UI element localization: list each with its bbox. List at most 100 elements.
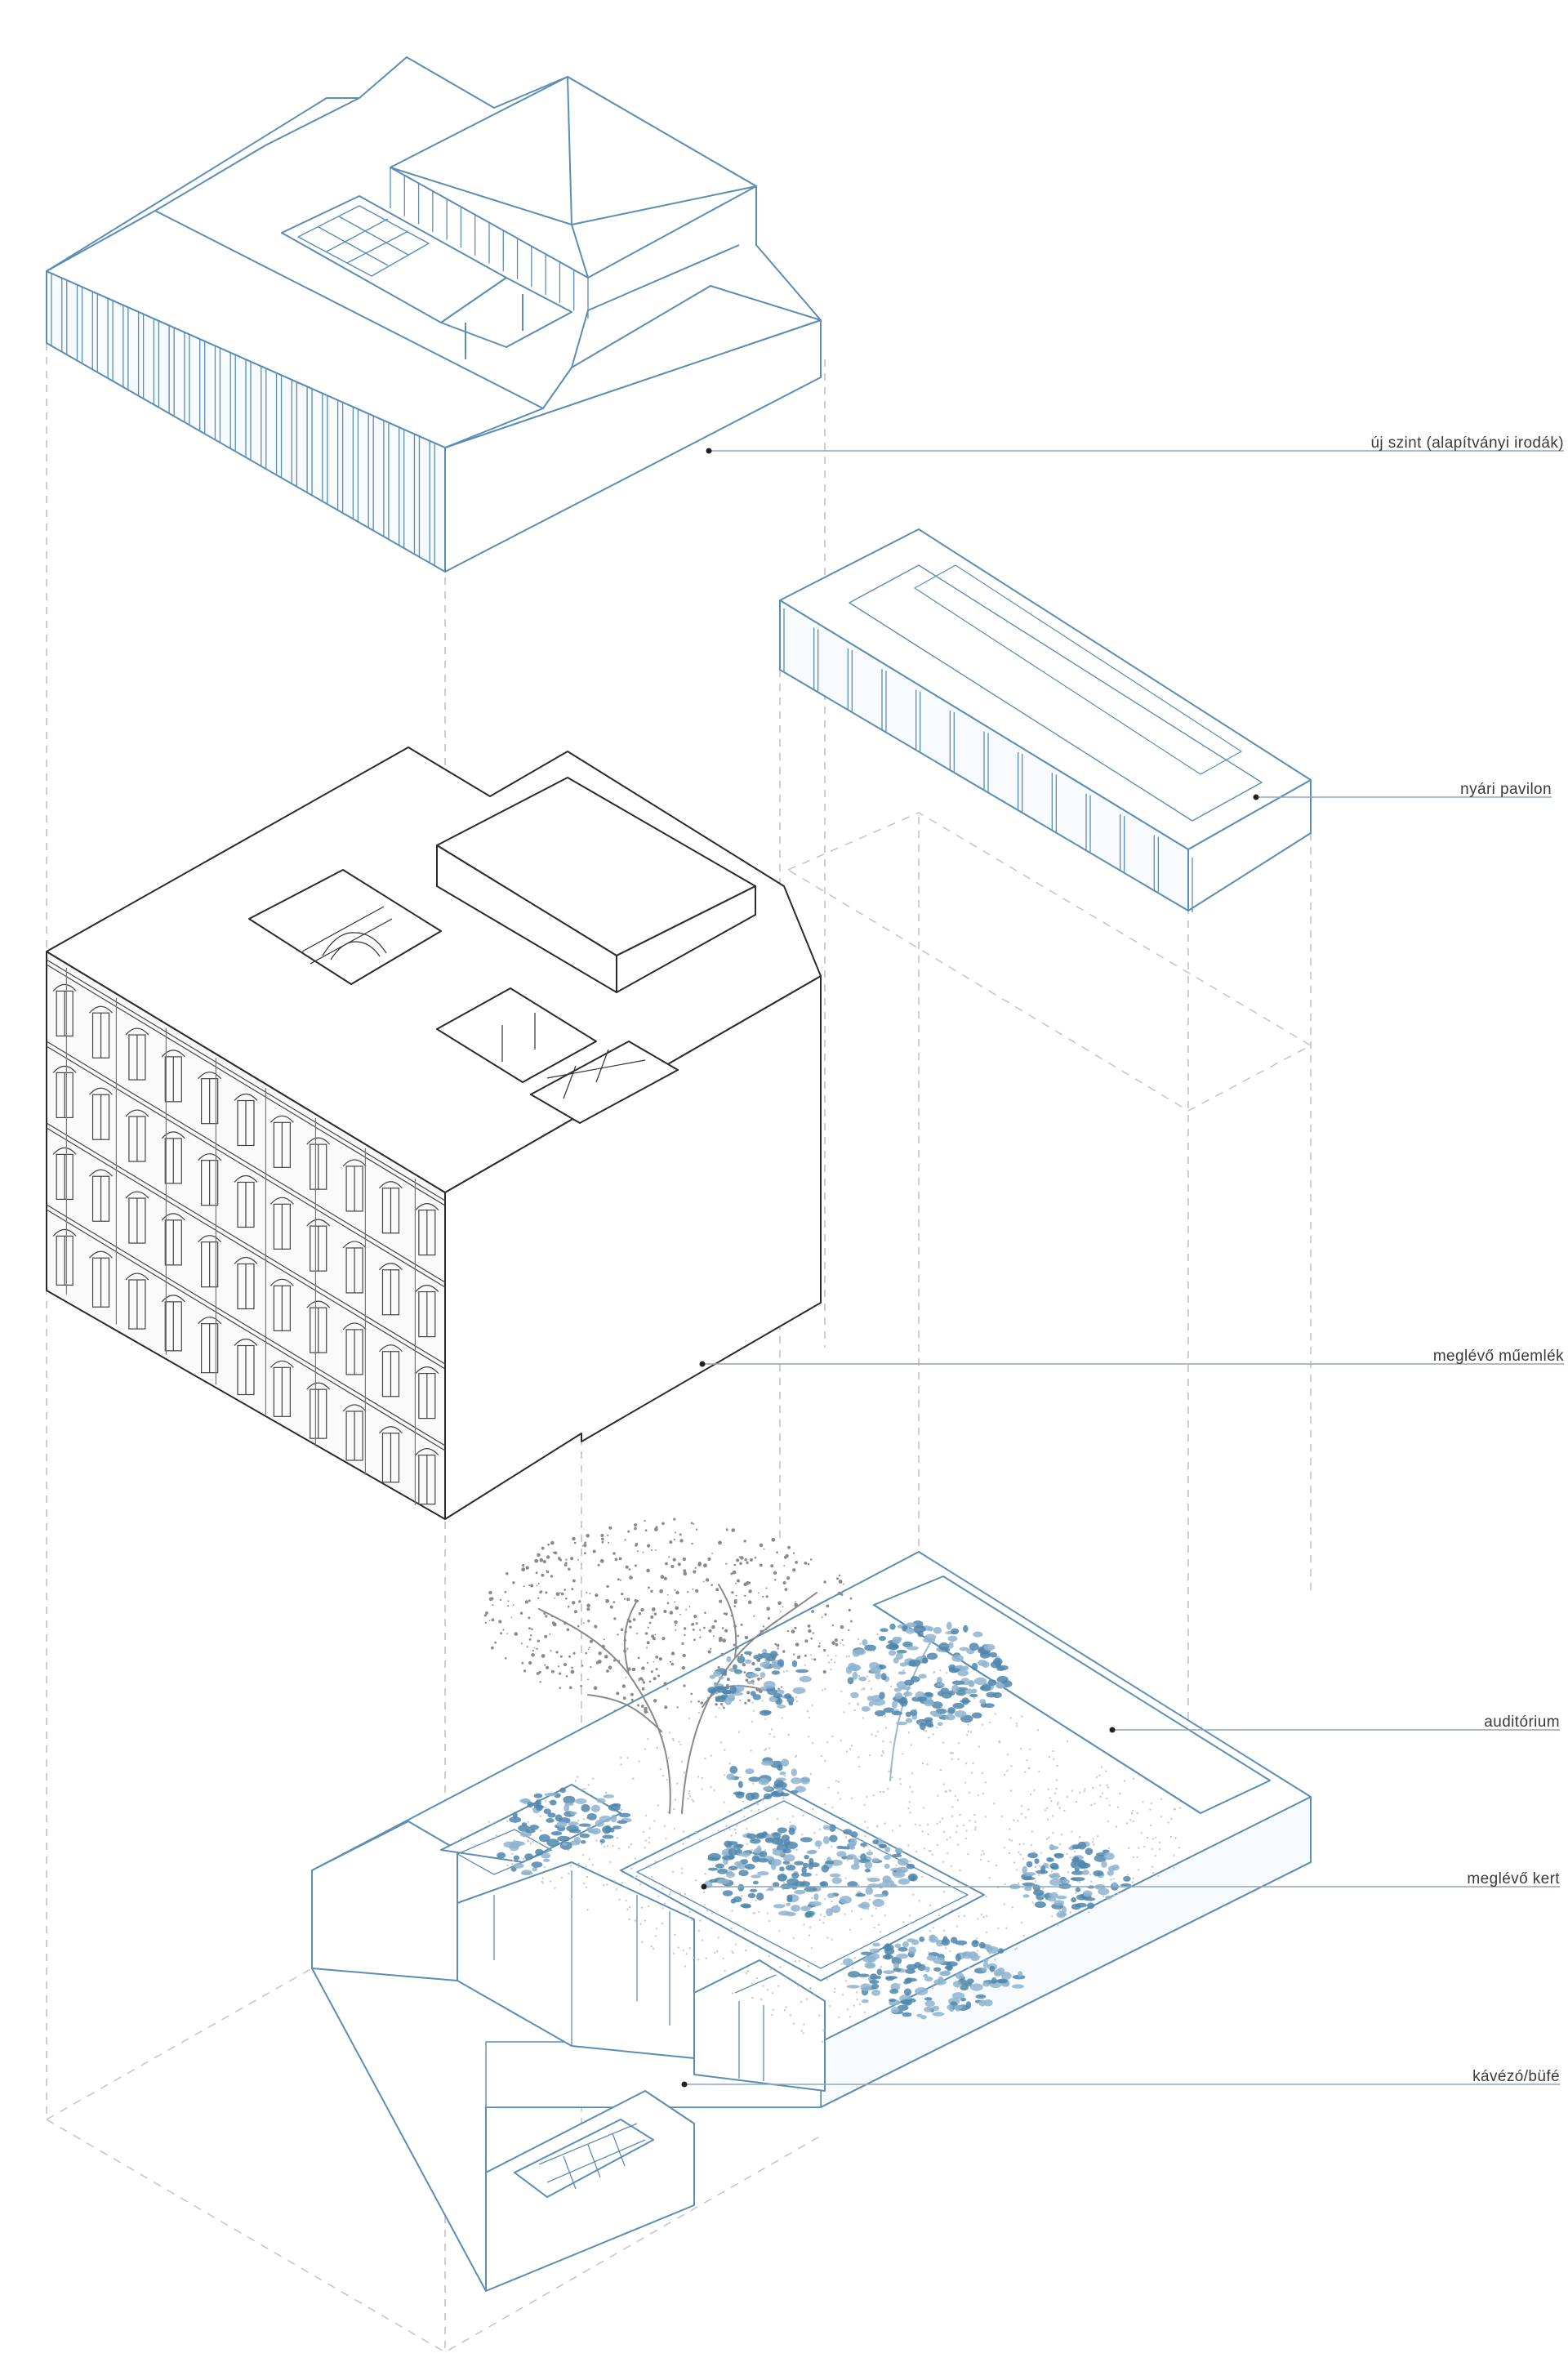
- window-arch: [415, 1447, 439, 1455]
- plant: [610, 1814, 617, 1823]
- plant: [784, 1693, 792, 1699]
- paving-dot: [678, 1740, 680, 1743]
- leaf: [638, 1679, 640, 1682]
- leaf: [699, 1636, 702, 1638]
- paving-dot: [954, 1794, 956, 1798]
- plant: [602, 1825, 612, 1834]
- paving-dot: [734, 1832, 737, 1834]
- paving-dot: [946, 1838, 948, 1841]
- paving-dot: [806, 1998, 808, 2000]
- leaf: [595, 1593, 599, 1598]
- paving-dot: [1019, 1853, 1022, 1856]
- plant: [762, 1648, 768, 1655]
- existing-monument: [46, 747, 822, 1520]
- leaf: [567, 1605, 570, 1608]
- plant: [961, 1951, 973, 1959]
- plant: [936, 1677, 942, 1684]
- paving-dot: [1011, 1906, 1014, 1909]
- leaf: [744, 1594, 746, 1598]
- plant: [524, 1853, 533, 1861]
- leaf: [654, 1633, 657, 1636]
- leaf: [510, 1616, 513, 1619]
- leaf: [730, 1572, 733, 1576]
- plant: [966, 1978, 974, 1984]
- leaf: [585, 1651, 588, 1655]
- leaf: [698, 1562, 702, 1565]
- paving-dot: [809, 1773, 812, 1776]
- plant: [952, 1702, 964, 1709]
- paving-dot: [881, 1749, 884, 1753]
- leaf: [682, 1653, 686, 1658]
- leaf: [555, 1592, 560, 1596]
- paving-dot: [959, 1813, 961, 1816]
- leaf: [554, 1551, 558, 1555]
- paving-dot: [912, 1893, 915, 1896]
- plant: [786, 1902, 791, 1906]
- leaf: [777, 1647, 779, 1650]
- paving-dot: [1092, 1843, 1095, 1846]
- paving-dot: [887, 1787, 889, 1790]
- plant: [777, 1827, 787, 1834]
- paving-dot: [755, 1899, 757, 1901]
- leaf: [590, 1666, 592, 1669]
- plant: [509, 1816, 522, 1823]
- window-arch: [234, 1256, 258, 1264]
- paving-dot: [673, 1827, 675, 1830]
- paving-dot: [1100, 1766, 1103, 1768]
- paving-dot: [587, 1784, 590, 1786]
- paving-dot: [626, 1908, 629, 1910]
- leaf: [532, 1649, 534, 1652]
- plant: [939, 1971, 951, 1977]
- paving-dot: [1073, 1850, 1076, 1853]
- plant: [556, 1821, 568, 1828]
- label-existing-monument: meglévő műemlék: [1433, 1348, 1564, 1365]
- leaf: [537, 1639, 540, 1642]
- paving-dot: [694, 1830, 697, 1834]
- plant: [795, 1785, 806, 1793]
- plant: [898, 1946, 908, 1952]
- paving-dot: [713, 1789, 715, 1792]
- paving-dot: [1174, 1837, 1177, 1839]
- paving-dot: [997, 1927, 1000, 1930]
- paving-dot: [653, 1820, 656, 1822]
- paving-dot: [688, 1837, 690, 1839]
- plant: [1024, 1887, 1032, 1892]
- paving-dot: [577, 1776, 579, 1778]
- paving-dot: [569, 1865, 572, 1867]
- paving-dot: [782, 1797, 785, 1799]
- paving-dot: [682, 1830, 685, 1833]
- plant: [960, 1700, 971, 1704]
- leaf: [797, 1656, 800, 1659]
- plant: [794, 1889, 806, 1895]
- plant: [611, 1803, 621, 1807]
- leaf: [699, 1629, 702, 1631]
- paving-dot: [877, 1923, 880, 1926]
- paving-dot: [833, 1990, 836, 1994]
- paving-dot: [766, 1912, 768, 1914]
- leaf: [711, 1553, 713, 1554]
- paving-dot: [1055, 1779, 1058, 1781]
- leaf: [570, 1557, 574, 1561]
- paving-dot: [853, 2004, 855, 2007]
- paving-dot: [634, 1919, 636, 1922]
- paving-dot: [1027, 1767, 1031, 1770]
- paving-dot: [918, 1900, 920, 1902]
- paving-dot: [851, 1967, 853, 1969]
- plant: [777, 1874, 787, 1882]
- leaf: [720, 1703, 723, 1705]
- paving-dot: [1047, 1867, 1050, 1870]
- paving-dot: [1048, 1836, 1050, 1838]
- leaf: [707, 1557, 711, 1561]
- leaf: [635, 1542, 639, 1546]
- plant: [964, 1688, 973, 1695]
- leaf: [506, 1633, 508, 1634]
- paving-dot: [1009, 1789, 1013, 1792]
- paving-dot: [858, 1756, 860, 1758]
- leaf: [724, 1612, 728, 1616]
- leaf: [651, 1549, 653, 1551]
- plant: [959, 1647, 969, 1651]
- plant: [864, 1861, 873, 1870]
- paving-dot: [657, 1895, 660, 1897]
- plant: [745, 1768, 755, 1775]
